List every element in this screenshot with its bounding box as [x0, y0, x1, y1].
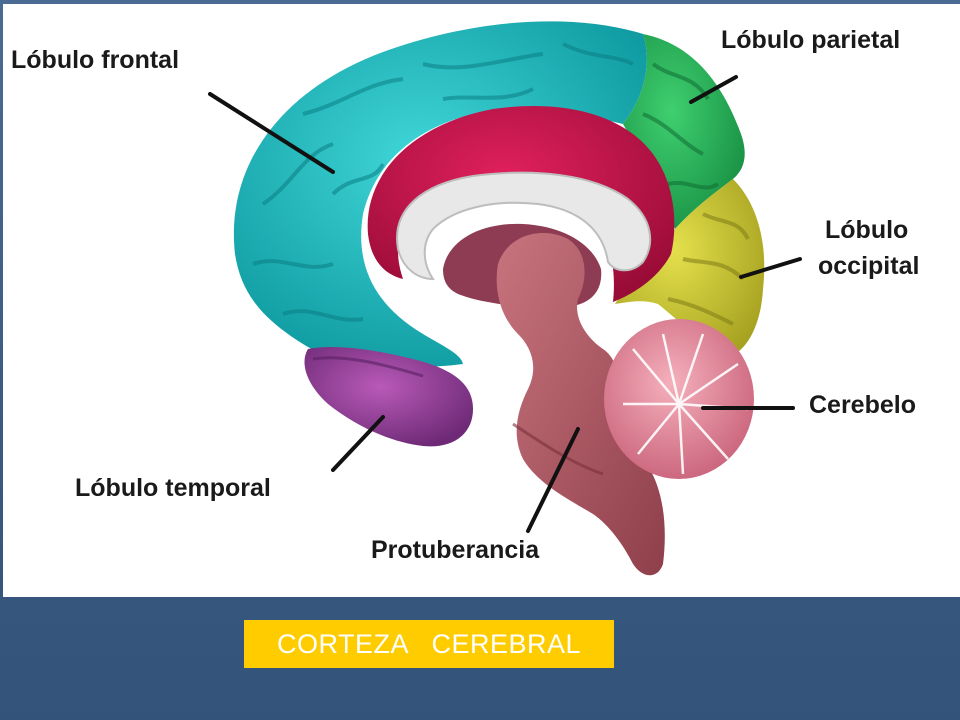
label-occipital-lobe-line1: Lóbulo [825, 216, 909, 244]
leader-frontal [208, 92, 335, 174]
cingulate-gyrus [367, 106, 675, 302]
label-occipital-lobe-line2: occipital [818, 252, 920, 280]
leader-occipital [739, 257, 802, 279]
corpus-callosum [396, 171, 651, 281]
label-pons: Protuberancia [371, 536, 540, 564]
brainstem [496, 232, 665, 576]
caption-box: CORTEZA CEREBRAL [244, 620, 614, 668]
label-cerebellum: Cerebelo [809, 391, 916, 419]
frontal-gyri [252, 42, 634, 322]
occipital-gyri [667, 212, 750, 326]
leader-parietal [689, 75, 738, 104]
parietal-lobe [623, 34, 745, 229]
brain-illustration [208, 21, 802, 576]
label-temporal-lobe: Lóbulo temporal [75, 474, 271, 502]
temporal-sulcus [312, 356, 424, 378]
temporal-lobe [304, 347, 473, 447]
caption-text: CORTEZA CEREBRAL [276, 628, 582, 659]
leader-temporal [331, 415, 385, 472]
leader-protuberancia [526, 427, 580, 533]
label-frontal-lobe: Lóbulo frontal [11, 46, 180, 74]
leader-lines [208, 75, 802, 533]
brain-figure: Lóbulo frontal Lóbulo parietal Lóbulo oc… [3, 4, 960, 597]
label-parietal-lobe: Lóbulo parietal [721, 26, 901, 54]
pons-ridge [512, 422, 604, 476]
